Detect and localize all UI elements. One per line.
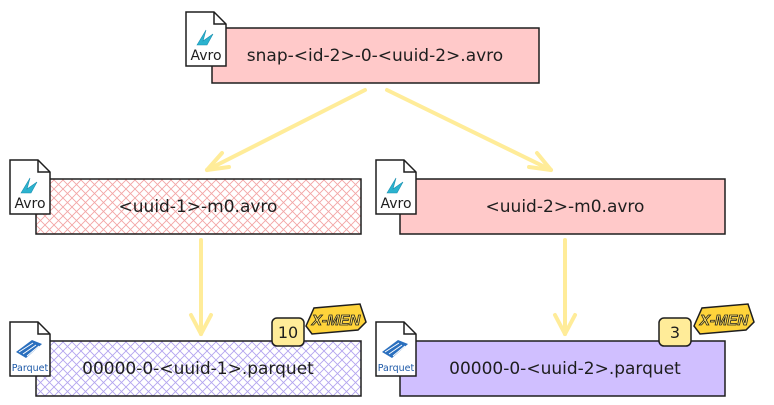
parquet-file-icon: Parquet xyxy=(9,321,51,377)
arrow-manifest1-to-data1 xyxy=(189,238,213,336)
svg-text:3: 3 xyxy=(670,323,680,342)
svg-text:Parquet: Parquet xyxy=(12,363,49,374)
svg-text:10: 10 xyxy=(278,323,298,342)
data2-file-label: 00000-0-<uuid-2>.parquet xyxy=(449,359,681,379)
data2-file-node: 00000-0-<uuid-2>.parquet Parquet 3 X-MEN xyxy=(375,303,755,397)
arrow-snapshot-to-manifest2 xyxy=(385,88,553,172)
manifest1-file-box xyxy=(35,178,362,235)
xmen-logo: X-MEN xyxy=(305,303,367,335)
svg-text:Avro: Avro xyxy=(14,196,45,212)
snapshot-file-label: snap-<id-2>-0-<uuid-2>.avro xyxy=(247,46,503,66)
manifest2-file-label: <uuid-2>-m0.avro xyxy=(486,197,645,217)
snapshot-file-node: snap-<id-2>-0-<uuid-2>.avro Avro xyxy=(185,11,540,84)
avro-file-icon: Avro xyxy=(375,159,417,215)
svg-text:X-MEN: X-MEN xyxy=(311,312,362,329)
svg-text:X-MEN: X-MEN xyxy=(699,312,750,329)
parquet-file-icon: Parquet xyxy=(375,321,417,377)
arrow-snapshot-to-manifest1 xyxy=(205,88,367,172)
arrow-manifest2-to-data2 xyxy=(553,238,577,336)
data1-file-label: 00000-0-<uuid-1>.parquet xyxy=(82,359,314,379)
svg-text:Parquet: Parquet xyxy=(378,363,415,374)
manifest1-file-node: <uuid-1>-m0.avro Avro xyxy=(9,159,362,235)
avro-file-icon: Avro xyxy=(9,159,51,215)
svg-text:Avro: Avro xyxy=(380,196,411,212)
svg-text:Avro: Avro xyxy=(190,48,221,64)
data2-file-box xyxy=(399,340,726,397)
manifest1-file-label: <uuid-1>-m0.avro xyxy=(119,197,278,217)
data1-file-node: 00000-0-<uuid-1>.parquet Parquet 10 X-ME… xyxy=(9,303,367,397)
row-count-badge: 10 xyxy=(271,317,305,347)
snapshot-file-box xyxy=(211,27,540,84)
manifest2-file-node: <uuid-2>-m0.avro Avro xyxy=(375,159,726,235)
avro-file-icon: Avro xyxy=(185,11,227,67)
row-count-badge: 3 xyxy=(658,317,692,347)
xmen-logo: X-MEN xyxy=(693,303,755,335)
manifest2-file-box xyxy=(399,178,726,235)
